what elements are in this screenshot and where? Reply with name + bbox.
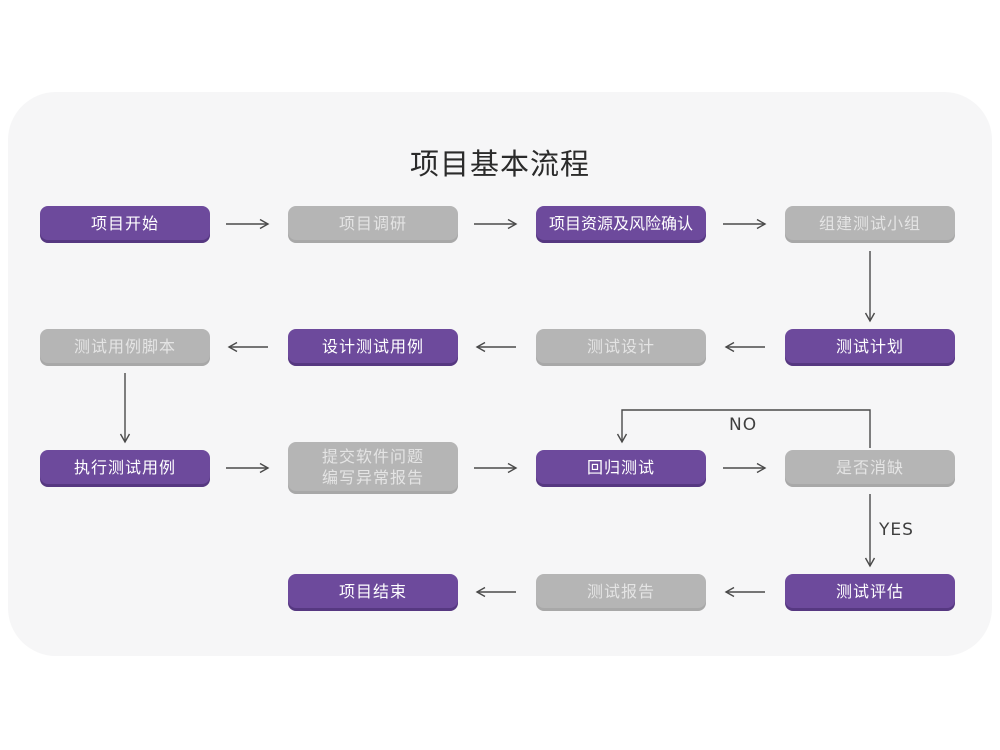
node-project-start: 项目开始 [40,206,210,243]
node-label: 是否消缺 [835,458,904,478]
node-project-end: 项目结束 [288,574,458,611]
node-submit-issues-report: 提交软件问题 编写异常报告 [288,442,458,494]
yes-branch-label: YES [879,520,914,540]
node-label: 测试设计 [586,337,655,357]
node-regression-test: 回归测试 [536,450,706,487]
node-project-resources-risk: 项目资源及风险确认 [536,206,706,243]
node-test-evaluation: 测试评估 [785,574,955,611]
flowchart-card [8,92,992,656]
node-label: 项目资源及风险确认 [548,214,693,234]
node-label: 组建测试小组 [818,214,921,234]
node-label: 设计测试用例 [321,337,424,357]
node-label: 项目结束 [338,582,407,602]
node-label: 测试用例脚本 [73,337,176,357]
node-label: 项目开始 [90,214,159,234]
node-test-case-script: 测试用例脚本 [40,329,210,366]
node-label: 回归测试 [586,458,655,478]
node-execute-test-cases: 执行测试用例 [40,450,210,487]
node-label-line2: 编写异常报告 [321,468,424,487]
no-branch-label: NO [729,415,758,435]
node-form-test-team: 组建测试小组 [785,206,955,243]
node-test-plan: 测试计划 [785,329,955,366]
diagram-title: 项目基本流程 [409,147,590,181]
node-label-line1: 提交软件问题 [321,447,424,467]
node-label: 测试计划 [835,337,904,357]
node-project-research: 项目调研 [288,206,458,243]
node-label: 项目调研 [338,214,407,234]
node-label: 执行测试用例 [73,458,176,478]
node-test-design: 测试设计 [536,329,706,366]
node-label: 测试评估 [835,582,904,602]
node-label: 测试报告 [586,582,655,602]
node-design-test-cases: 设计测试用例 [288,329,458,366]
node-test-report: 测试报告 [536,574,706,611]
node-defect-resolved: 是否消缺 [785,450,955,487]
